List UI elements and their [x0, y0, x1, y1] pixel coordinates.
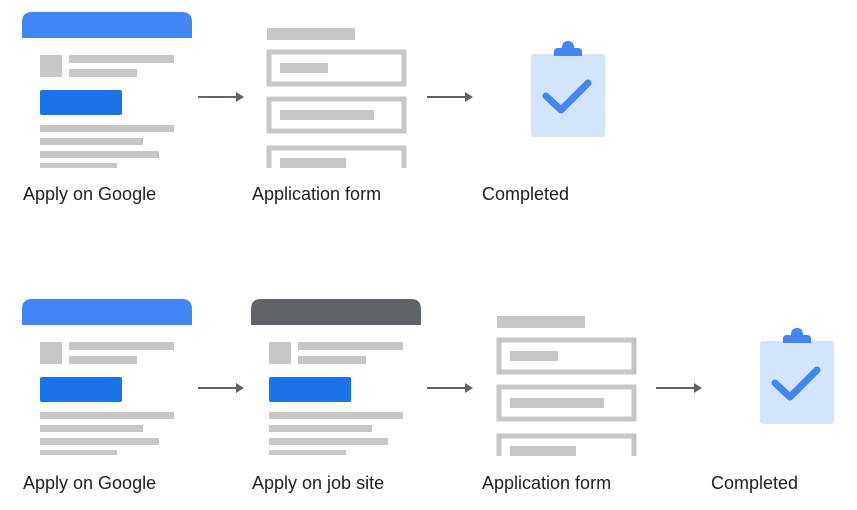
google-listing-illustration	[22, 12, 194, 168]
step-label: Apply on job site	[252, 473, 385, 493]
application-form-illustration	[264, 26, 409, 168]
arrow-right-icon	[198, 92, 244, 102]
flow-apply-via-job-site: Apply on Google Apply on job site	[0, 290, 857, 510]
job-site-listing-illustration	[251, 299, 423, 455]
arrow-right-icon	[427, 383, 473, 393]
step-label: Completed	[482, 184, 570, 204]
clipboard-check-icon	[757, 325, 837, 427]
arrow-right-icon	[198, 383, 244, 393]
step-label: Apply on Google	[23, 473, 157, 493]
clipboard-check-icon	[528, 38, 608, 140]
step-label: Application form	[482, 473, 612, 493]
flow-apply-on-google-direct: Apply on Google Application form Complet…	[0, 0, 857, 220]
step-label: Apply on Google	[23, 184, 157, 204]
google-listing-illustration	[22, 299, 194, 455]
application-form-illustration	[494, 314, 639, 456]
step-label: Completed	[711, 473, 799, 493]
arrow-right-icon	[656, 383, 702, 393]
step-label: Application form	[252, 184, 382, 204]
arrow-right-icon	[427, 92, 473, 102]
